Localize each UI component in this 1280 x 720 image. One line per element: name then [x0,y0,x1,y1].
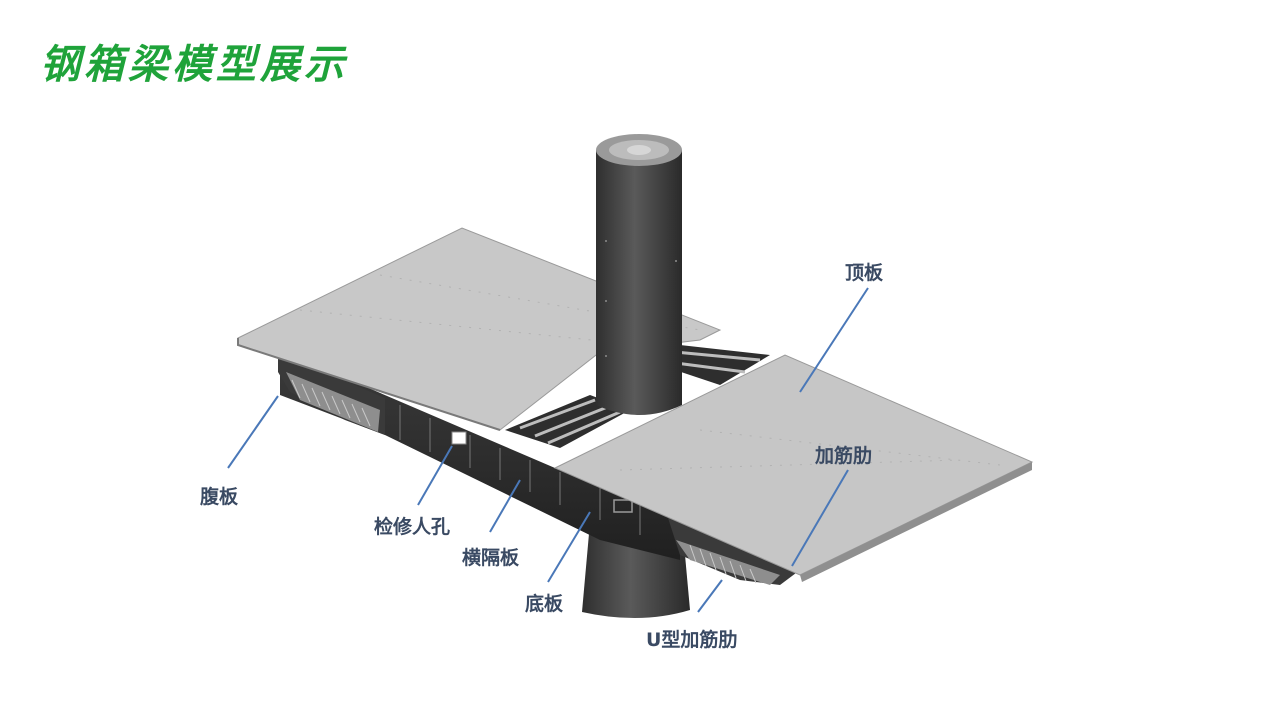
manhole-opening [451,431,467,445]
leader-stiffener [791,469,849,567]
slide-title: 钢箱梁模型展示 [40,41,348,88]
leader-manhole [417,445,453,506]
leader-diaphragm [489,479,521,533]
label-top-plate: 顶板 [845,262,884,284]
label-manhole: 检修人孔 [374,516,451,538]
leader-web-plate [227,395,279,469]
leader-u-stiffener [697,579,723,613]
leader-lines [227,287,869,613]
box-girder-body [278,350,800,585]
label-web-plate: 腹板 [200,486,239,508]
label-u-stiffener: U型加筋肋 [646,629,738,651]
label-diaphragm: 横隔板 [462,547,520,569]
pier-upper [596,134,682,415]
leader-bottom-plate [547,511,591,583]
top-deck [237,227,1034,582]
label-bottom-plate: 底板 [525,593,564,615]
leader-top-plate [799,287,869,393]
label-stiffener: 加筋肋 [815,445,873,467]
